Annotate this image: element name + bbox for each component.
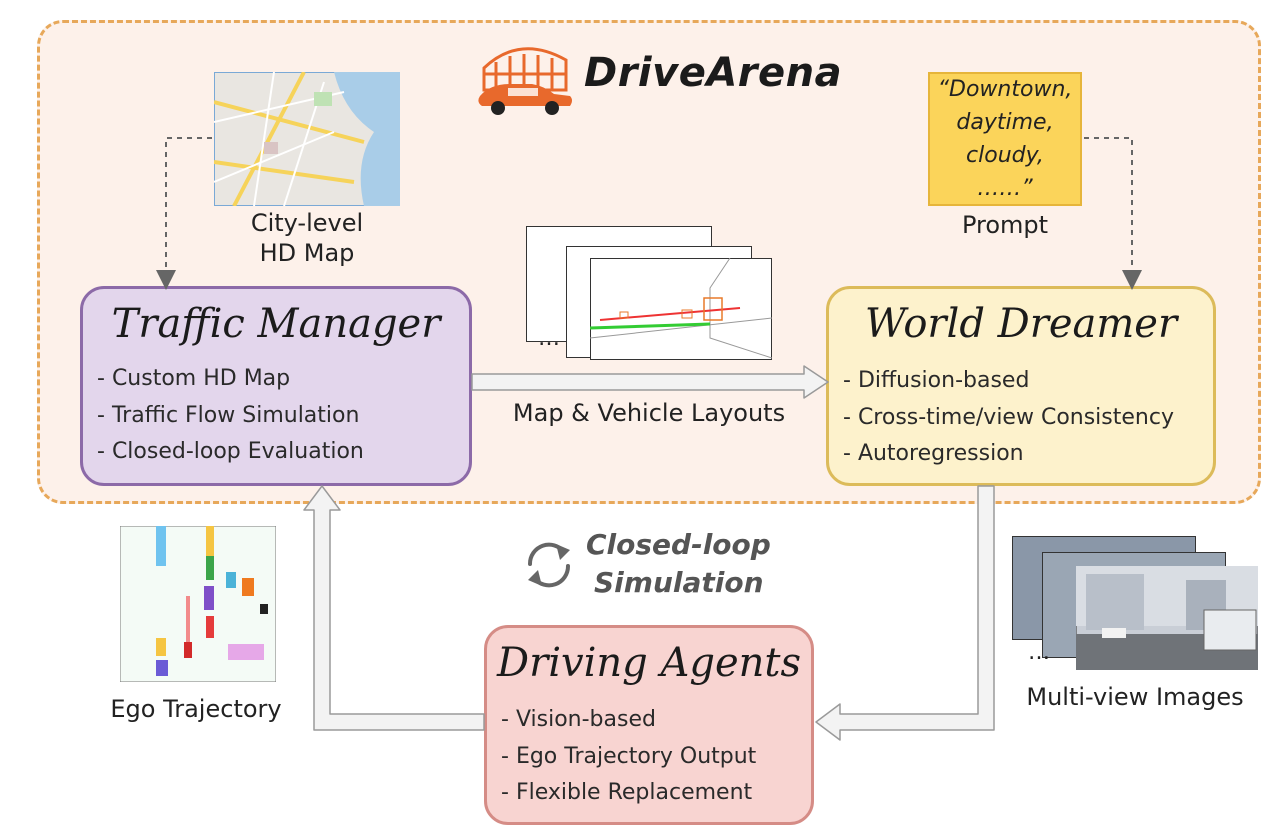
closed-loop-line1: Closed-loop [586,528,771,561]
prompt-caption: Prompt [961,211,1049,239]
traffic-manager-list: Custom HD Map Traffic Flow Simulation Cl… [97,361,364,471]
hd-map-caption: City-level HD Map [214,208,400,268]
list-item: Custom HD Map [97,361,364,398]
multiview-image-front [1076,566,1258,670]
trajectory-arrow [303,485,485,731]
list-item: Closed-loop Evaluation [97,434,364,471]
driving-agents-box: Driving Agents Vision-based Ego Trajecto… [484,625,814,825]
driving-agents-title: Driving Agents [497,640,801,686]
hd-map-caption-line1: City-level [250,209,364,237]
layouts-caption: Map & Vehicle Layouts [512,399,786,427]
page-title: DriveArena [584,50,843,96]
list-item: Vision-based [501,702,756,739]
prompt-note: “Downtown, daytime, cloudy, ……” [928,72,1082,206]
list-item: Flexible Replacement [501,775,756,812]
layouts-ellipsis: … [538,326,560,351]
prompt-to-dreamer-arrow [1084,137,1142,290]
multiview-caption: Multi-view Images [1026,683,1244,711]
list-item: Cross-time/view Consistency [843,400,1174,437]
map-to-traffic-arrow [156,137,212,290]
layouts-arrow [471,365,829,399]
list-item: Autoregression [843,436,1174,473]
list-item: Traffic Flow Simulation [97,398,364,435]
world-dreamer-title: World Dreamer [864,301,1178,347]
list-item: Ego Trajectory Output [501,739,756,776]
multiview-ellipsis: … [1028,640,1050,665]
list-item: Diffusion-based [843,363,1174,400]
hd-map-caption-line2: HD Map [259,239,355,267]
drivearena-logo [478,47,572,115]
world-dreamer-box: World Dreamer Diffusion-based Cross-time… [826,286,1216,486]
refresh-icon [527,542,571,588]
driving-agents-list: Vision-based Ego Trajectory Output Flexi… [501,702,756,812]
closed-loop-label: Closed-loop Simulation [586,526,771,602]
traffic-manager-title: Traffic Manager [111,301,441,347]
closed-loop-line2: Simulation [594,566,764,599]
hd-map-image [214,72,400,206]
images-arrow [815,485,995,741]
traffic-manager-box: Traffic Manager Custom HD Map Traffic Fl… [80,286,472,486]
layout-thumbnail-front [590,258,772,360]
ego-trajectory-caption: Ego Trajectory [110,695,282,723]
world-dreamer-list: Diffusion-based Cross-time/view Consiste… [843,363,1174,473]
ego-trajectory-image [120,526,276,682]
